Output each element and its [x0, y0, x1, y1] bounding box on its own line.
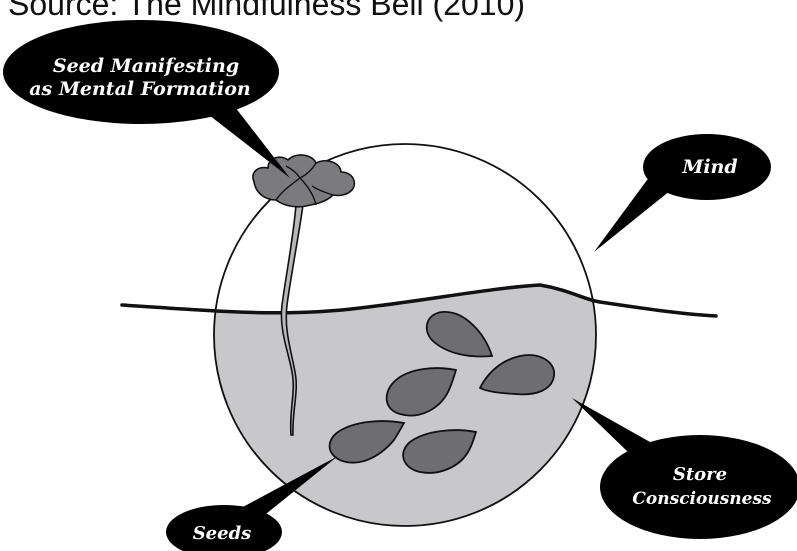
store-label-line1: Store — [673, 464, 727, 485]
mental-formation-flower — [253, 155, 354, 207]
seeds-label: Seeds — [193, 523, 252, 544]
store-label-line2: Consciousness — [632, 489, 772, 509]
mental-formation-callout: Seed Manifesting as Mental Formation — [3, 20, 290, 178]
mental-formation-label-line2: as Mental Formation — [29, 78, 251, 100]
mind-label: Mind — [681, 156, 737, 178]
mental-formation-label-line1: Seed Manifesting — [53, 55, 239, 77]
mind-callout: Mind — [594, 134, 771, 252]
seeds-callout: Seeds — [166, 456, 338, 551]
store-consciousness-callout: Store Consciousness — [572, 398, 797, 539]
callout-tail — [572, 398, 650, 452]
callout-bubble — [600, 435, 797, 539]
